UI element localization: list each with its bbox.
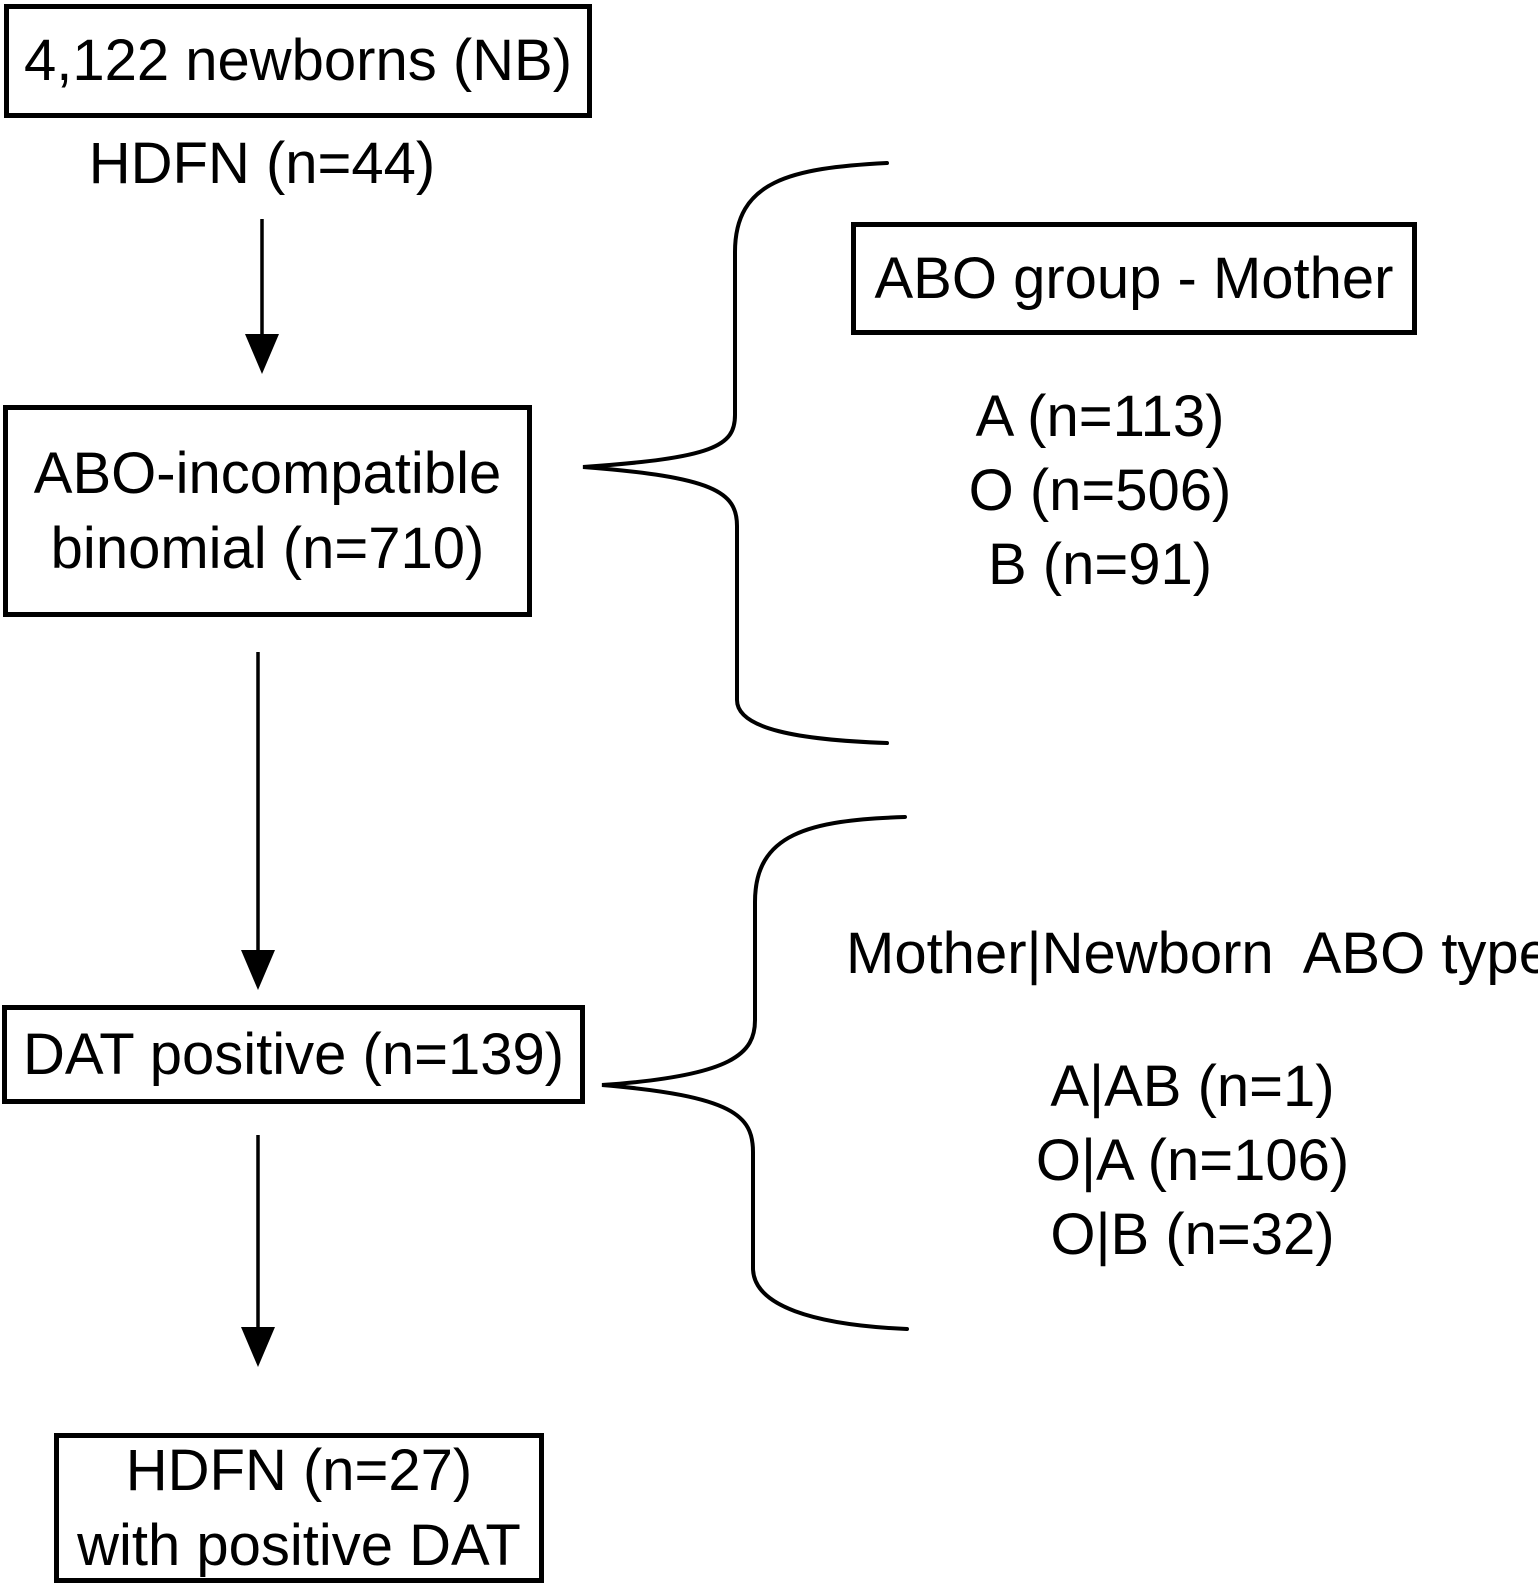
- mother-newborn-abo-type-title: Mother|Newborn ABO type: [846, 921, 1538, 986]
- mother-newborn-item-o-b: O|B (n=32): [1050, 1202, 1335, 1267]
- arrow-newborns-to-abo: [245, 219, 279, 374]
- abo-incompatible-line2: binomial (n=710): [50, 516, 485, 581]
- mother-newborn-item-a-ab: A|AB (n=1): [1050, 1054, 1335, 1119]
- hdfn-positive-dat-box: HDFN (n=27) with positive DAT: [54, 1433, 544, 1583]
- hdfn-n44-label: HDFN (n=44): [88, 131, 436, 196]
- newborns-total-box: 4,122 newborns (NB): [4, 4, 592, 118]
- mother-newborn-list: A|AB (n=1) O|A (n=106) O|B (n=32): [1010, 1050, 1375, 1272]
- arrow-abo-to-dat: [241, 652, 275, 990]
- abo-group-mother-item-o: O (n=506): [968, 458, 1232, 523]
- dat-positive-label: DAT positive (n=139): [22, 1021, 565, 1087]
- abo-group-mother-item-a: A (n=113): [975, 384, 1225, 449]
- dat-positive-box: DAT positive (n=139): [2, 1005, 585, 1104]
- abo-group-mother-list: A (n=113) O (n=506) B (n=91): [930, 380, 1270, 602]
- abo-group-mother-title: ABO group - Mother: [874, 245, 1394, 311]
- abo-group-mother-item-b: B (n=91): [987, 532, 1213, 597]
- abo-incompatible-line1: ABO-incompatible: [33, 440, 502, 506]
- arrow-dat-to-hdfn: [241, 1135, 275, 1367]
- hdfn-positive-dat-line2: with positive DAT: [77, 1513, 521, 1578]
- hdfn-positive-dat-line1: HDFN (n=27): [125, 1437, 473, 1503]
- abo-group-mother-title-box: ABO group - Mother: [851, 222, 1417, 335]
- brace-mother-newborn: [601, 815, 909, 1331]
- abo-incompatible-box: ABO-incompatible binomial (n=710): [3, 405, 532, 617]
- brace-abo-mother: [582, 161, 889, 745]
- mother-newborn-item-o-a: O|A (n=106): [1035, 1128, 1350, 1193]
- newborns-total-label: 4,122 newborns (NB): [23, 28, 573, 94]
